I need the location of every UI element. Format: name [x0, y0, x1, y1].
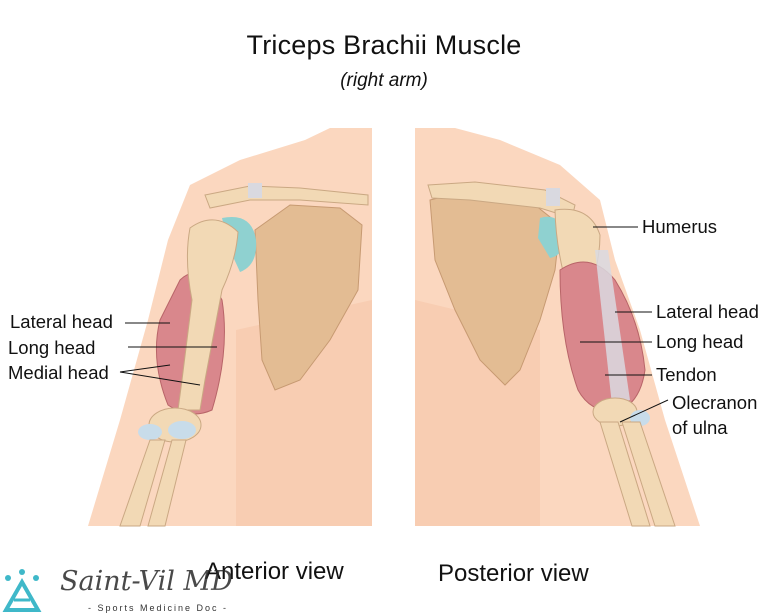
label-tendon: Tendon	[656, 364, 717, 385]
posterior-figure	[415, 128, 700, 527]
anterior-forearm	[119, 439, 166, 527]
posterior-forearm	[599, 421, 651, 527]
anterior-scapula	[254, 204, 363, 391]
label-lateral-head-posterior: Lateral head	[656, 301, 759, 322]
label-long-head-posterior: Long head	[656, 331, 744, 352]
label-lateral-head-anterior: Lateral head	[10, 311, 113, 332]
diagram-subtitle: (right arm)	[340, 70, 428, 91]
label-medial-head-anterior: Medial head	[8, 362, 109, 383]
anterior-clavicle	[204, 185, 369, 209]
posterior-view-caption: Posterior view	[438, 560, 589, 587]
logo-tagline: - Sports Medicine Doc -	[88, 603, 229, 613]
label-humerus: Humerus	[642, 216, 718, 237]
anterior-view-caption: Anterior view	[205, 558, 344, 585]
logo-mark-icon	[2, 569, 42, 612]
label-of-ulna: of ulna	[672, 417, 728, 438]
label-olecranon: Olecranon	[672, 392, 758, 413]
anterior-figure	[88, 128, 372, 527]
anterior-humerus	[177, 219, 239, 411]
label-long-head-anterior: Long head	[8, 337, 96, 358]
posterior-tendon	[595, 250, 630, 405]
diagram-title: Triceps Brachii Muscle	[246, 30, 522, 60]
logo-script-text: Saint-Vil MD	[60, 566, 233, 597]
